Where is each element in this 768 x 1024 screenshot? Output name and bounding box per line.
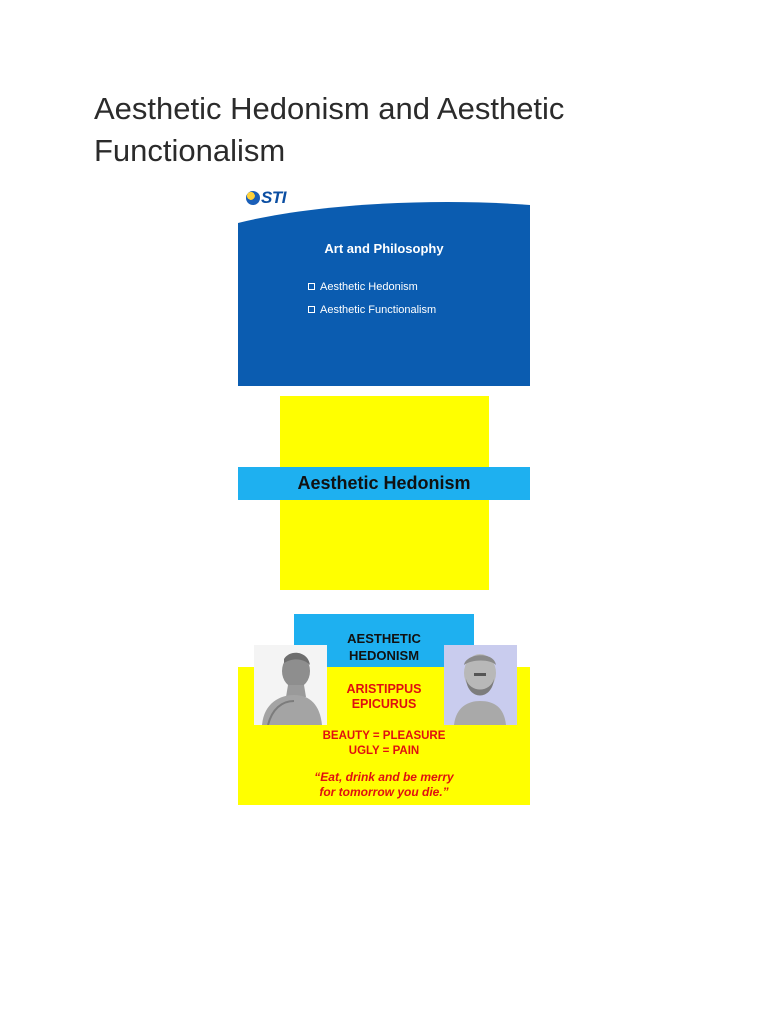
- definition-line: UGLY = PAIN: [348, 745, 420, 757]
- slide-title: Art and Philosophy: [324, 241, 444, 256]
- checkbox-bullet-icon: [308, 283, 315, 290]
- slide-title-band: Aesthetic Hedonism: [238, 467, 530, 500]
- philosopher-name: ARISTIPPUS: [346, 682, 422, 696]
- bullet-item: Aesthetic Functionalism: [308, 298, 436, 321]
- bust-icon: [444, 645, 517, 725]
- bullet-list: Aesthetic Hedonism Aesthetic Functionali…: [308, 275, 436, 321]
- slide-background-wave: [238, 202, 530, 386]
- slide-aesthetic-hedonism-detail: AESTHETIC HEDONISM ARISTIPPUS EPICURUS B…: [238, 612, 530, 817]
- heading-line: HEDONISM: [348, 648, 420, 663]
- sti-logo-text: STI: [261, 188, 286, 207]
- slide-aesthetic-hedonism-title: Aesthetic Hedonism: [238, 396, 530, 596]
- bullet-item: Aesthetic Hedonism: [308, 275, 436, 298]
- sti-logo: STI: [246, 187, 286, 209]
- bust-icon: [254, 645, 327, 725]
- aristippus-bust-image: [254, 645, 327, 725]
- definitions: BEAUTY = PLEASURE UGLY = PAIN: [322, 729, 446, 759]
- epicurus-bust-image: [444, 645, 517, 725]
- heading-line: AESTHETIC: [347, 631, 421, 646]
- document-title: Aesthetic Hedonism and Aesthetic Functio…: [94, 91, 565, 168]
- bullet-label: Aesthetic Hedonism: [320, 280, 418, 293]
- slide-art-and-philosophy: STI Art and Philosophy Aesthetic Hedonis…: [238, 183, 530, 386]
- globe-icon: [246, 191, 260, 205]
- checkbox-bullet-icon: [308, 306, 315, 313]
- quote: “Eat, drink and be merry for tomorrow yo…: [264, 770, 504, 800]
- slide-heading: AESTHETIC HEDONISM: [294, 630, 474, 664]
- quote-line: “Eat, drink and be merry: [314, 770, 454, 784]
- quote-line: for tomorrow you die.”: [319, 785, 449, 799]
- definition-line: BEAUTY = PLEASURE: [322, 730, 446, 742]
- bullet-label: Aesthetic Functionalism: [320, 303, 437, 316]
- philosopher-name: EPICURUS: [351, 697, 417, 711]
- philosopher-names: ARISTIPPUS EPICURUS: [322, 682, 446, 712]
